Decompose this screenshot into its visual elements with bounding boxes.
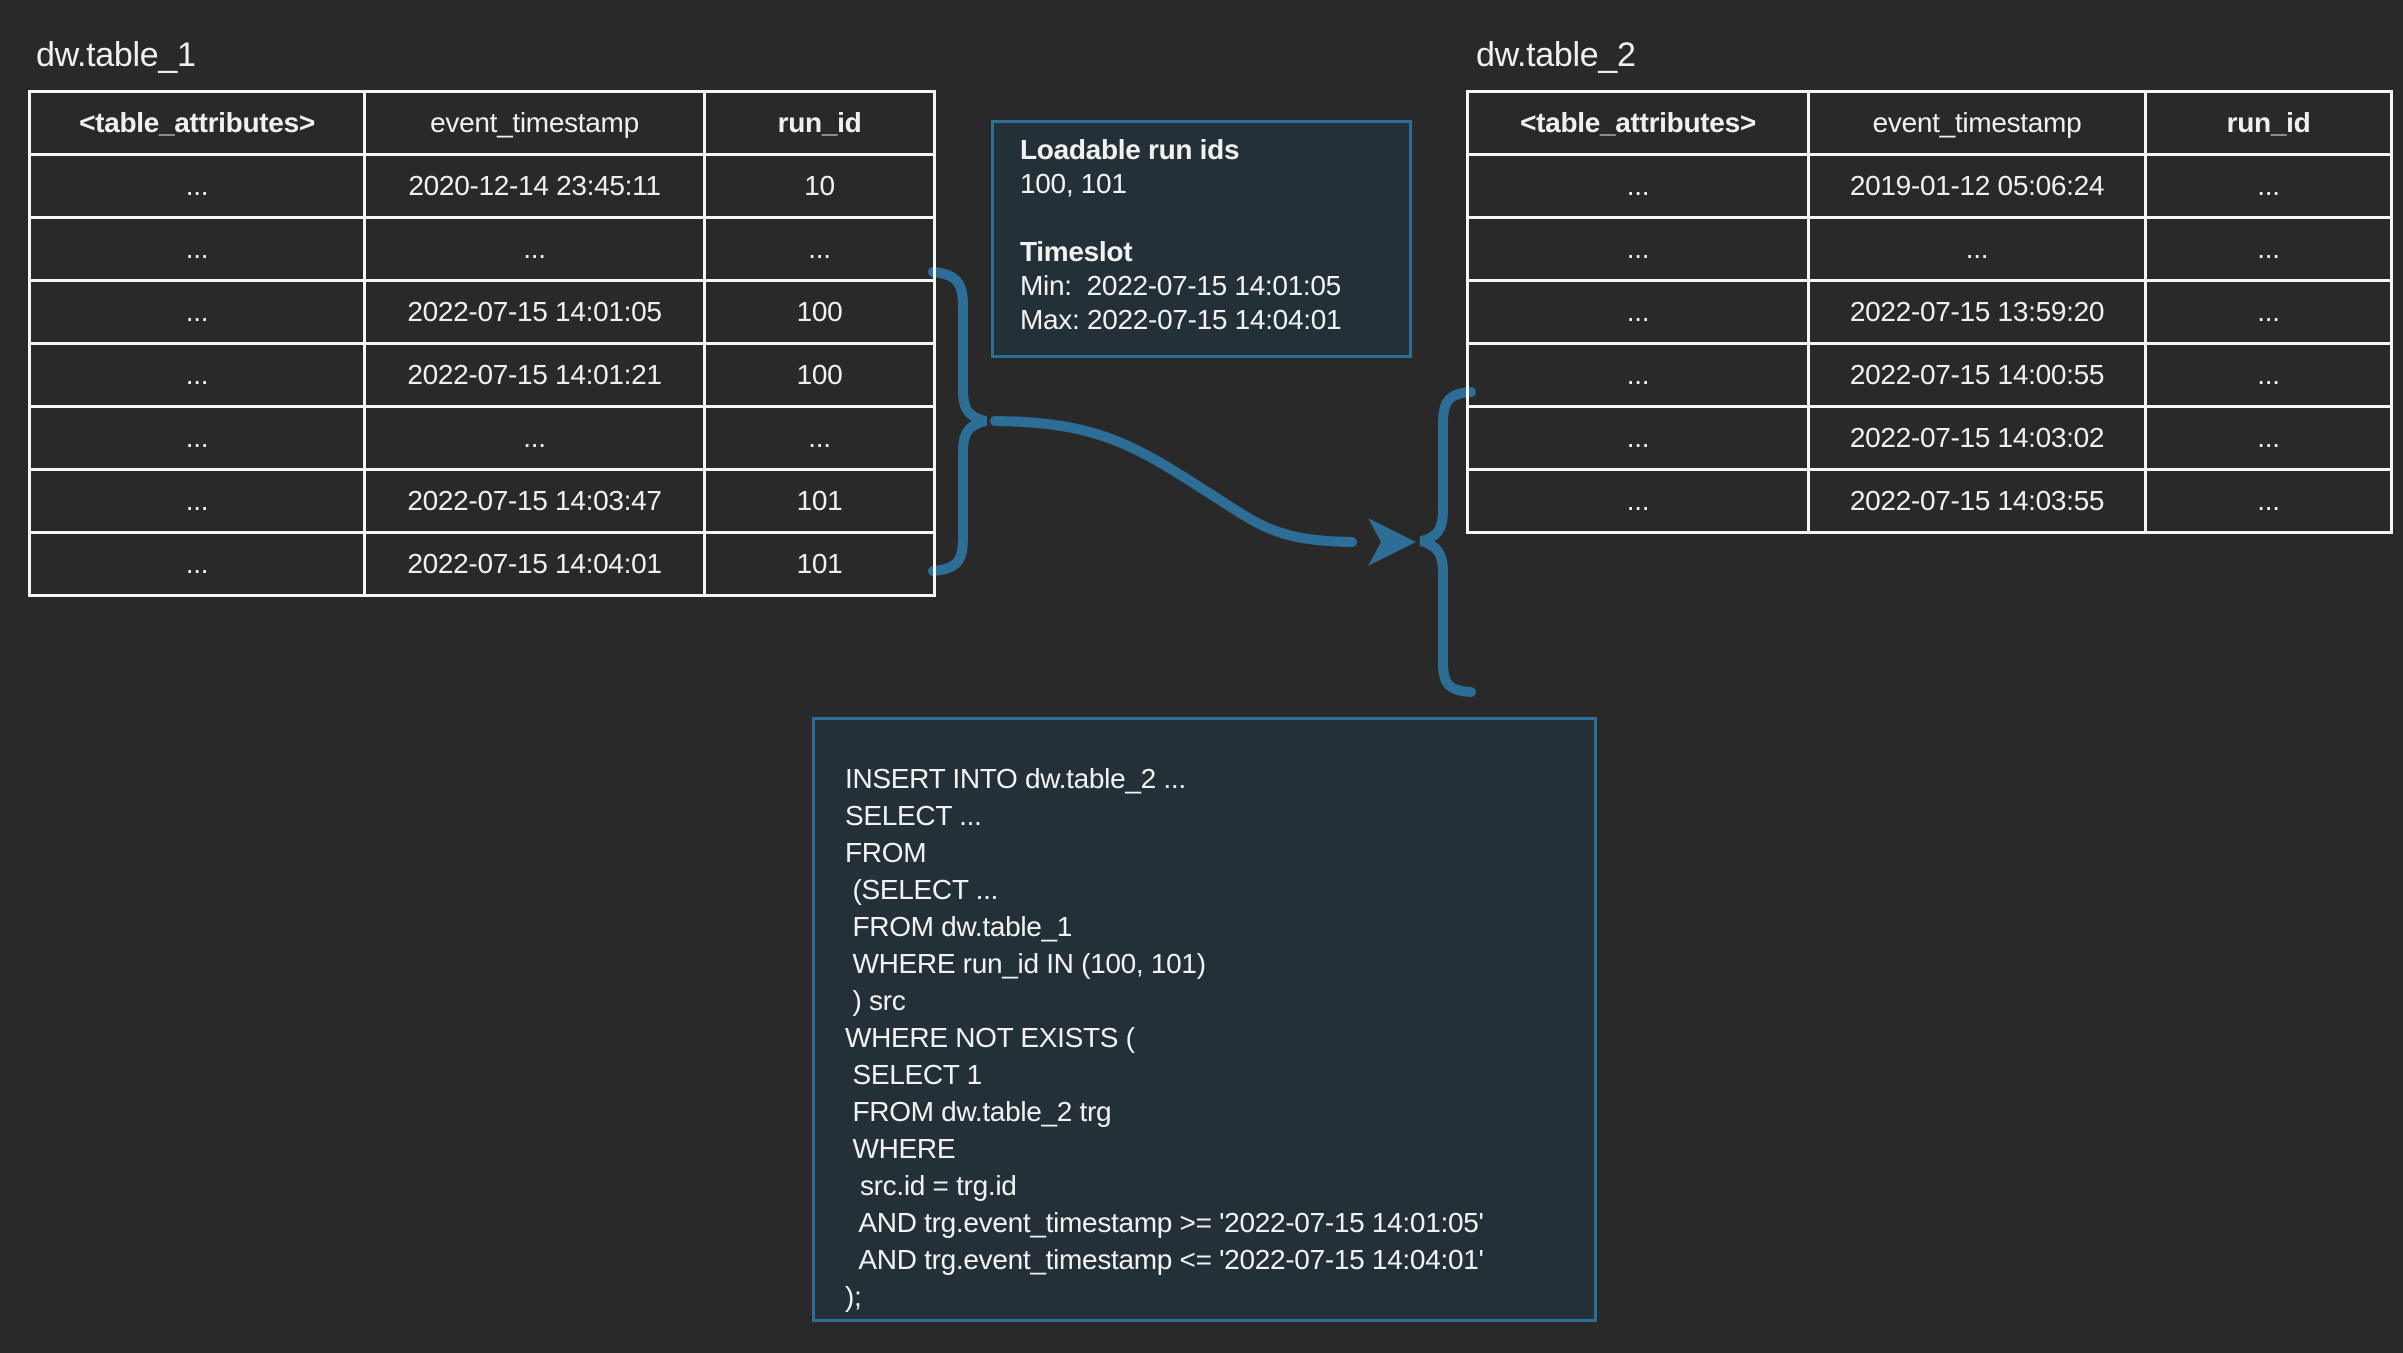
table-cell: ... [2146, 470, 2392, 533]
target-rows-brace-icon [1421, 392, 1471, 692]
table-cell: ... [1468, 407, 1809, 470]
table-cell: 10 [705, 155, 935, 218]
table2-title: dw.table_2 [1476, 36, 1636, 75]
table-cell: 2022-07-15 14:03:47 [365, 470, 705, 533]
run-ids-value: 100, 101 [1020, 167, 1409, 201]
timeslot-heading: Timeslot [1020, 235, 1409, 269]
spacer [1020, 201, 1409, 235]
table-cell: ... [30, 344, 365, 407]
flow-curve [995, 421, 1352, 542]
table-cell: ... [1468, 218, 1809, 281]
table-cell: ... [1468, 281, 1809, 344]
table2-header-row: <table_attributes> event_timestamp run_i… [1468, 92, 2392, 155]
table-cell: ... [2146, 155, 2392, 218]
table-cell: 2022-07-15 14:04:01 [365, 533, 705, 596]
table-cell: 2019-01-12 05:06:24 [1809, 155, 2146, 218]
column-header: event_timestamp [365, 92, 705, 155]
table-row: ...2022-07-15 14:03:47101 [30, 470, 935, 533]
table-cell: ... [30, 218, 365, 281]
table-row: ...2022-07-15 14:03:55... [1468, 470, 2392, 533]
table-cell: ... [1809, 218, 2146, 281]
table-row: ...2022-07-15 13:59:20... [1468, 281, 2392, 344]
table-row: ...2022-07-15 14:00:55... [1468, 344, 2392, 407]
table-cell: 101 [705, 470, 935, 533]
table-row: ...2022-07-15 14:01:05100 [30, 281, 935, 344]
column-header: run_id [705, 92, 935, 155]
table-cell: 100 [705, 344, 935, 407]
table-cell: ... [705, 407, 935, 470]
table-cell: ... [1468, 470, 1809, 533]
table-cell: 2022-07-15 14:01:21 [365, 344, 705, 407]
table2: <table_attributes> event_timestamp run_i… [1466, 90, 2393, 534]
table-cell: ... [2146, 344, 2392, 407]
table-cell: ... [2146, 407, 2392, 470]
table-cell: ... [365, 218, 705, 281]
loadable-run-ids-box: Loadable run ids 100, 101 Timeslot Min: … [991, 120, 1412, 358]
table-cell: ... [30, 470, 365, 533]
table-row: ...2019-01-12 05:06:24... [1468, 155, 2392, 218]
table1: <table_attributes> event_timestamp run_i… [28, 90, 936, 597]
table-cell: ... [30, 281, 365, 344]
sql-statement-box: INSERT INTO dw.table_2 ... SELECT ... FR… [812, 717, 1597, 1322]
table-row: ...2022-07-15 14:04:01101 [30, 533, 935, 596]
info-box-title: Loadable run ids [1020, 133, 1409, 167]
table-cell: 2022-07-15 13:59:20 [1809, 281, 2146, 344]
table-cell: 2022-07-15 14:00:55 [1809, 344, 2146, 407]
table-cell: ... [2146, 281, 2392, 344]
table-row: ...2020-12-14 23:45:1110 [30, 155, 935, 218]
table-cell: ... [2146, 218, 2392, 281]
table-cell: ... [1468, 344, 1809, 407]
column-header: run_id [2146, 92, 2392, 155]
column-header: <table_attributes> [30, 92, 365, 155]
column-header: event_timestamp [1809, 92, 2146, 155]
table-cell: 100 [705, 281, 935, 344]
source-rows-brace-icon [933, 272, 986, 571]
table-row: ......... [1468, 218, 2392, 281]
table-cell: 2022-07-15 14:03:02 [1809, 407, 2146, 470]
table-cell: 2022-07-15 14:01:05 [365, 281, 705, 344]
table-row: ...2022-07-15 14:03:02... [1468, 407, 2392, 470]
table-row: ......... [30, 407, 935, 470]
table-cell: ... [365, 407, 705, 470]
table-cell: ... [705, 218, 935, 281]
table-cell: 101 [705, 533, 935, 596]
table1-header-row: <table_attributes> event_timestamp run_i… [30, 92, 935, 155]
table-cell: 2020-12-14 23:45:11 [365, 155, 705, 218]
table1-title: dw.table_1 [36, 36, 196, 75]
table-cell: ... [30, 407, 365, 470]
table-cell: ... [30, 155, 365, 218]
timeslot-max: Max: 2022-07-15 14:04:01 [1020, 303, 1409, 337]
table-row: ......... [30, 218, 935, 281]
table-row: ...2022-07-15 14:01:21100 [30, 344, 935, 407]
table-cell: 2022-07-15 14:03:55 [1809, 470, 2146, 533]
arrowhead-icon [1368, 518, 1416, 566]
table-cell: ... [1468, 155, 1809, 218]
timeslot-min: Min: 2022-07-15 14:01:05 [1020, 269, 1409, 303]
sql-code: INSERT INTO dw.table_2 ... SELECT ... FR… [815, 720, 1594, 1315]
column-header: <table_attributes> [1468, 92, 1809, 155]
table-cell: ... [30, 533, 365, 596]
